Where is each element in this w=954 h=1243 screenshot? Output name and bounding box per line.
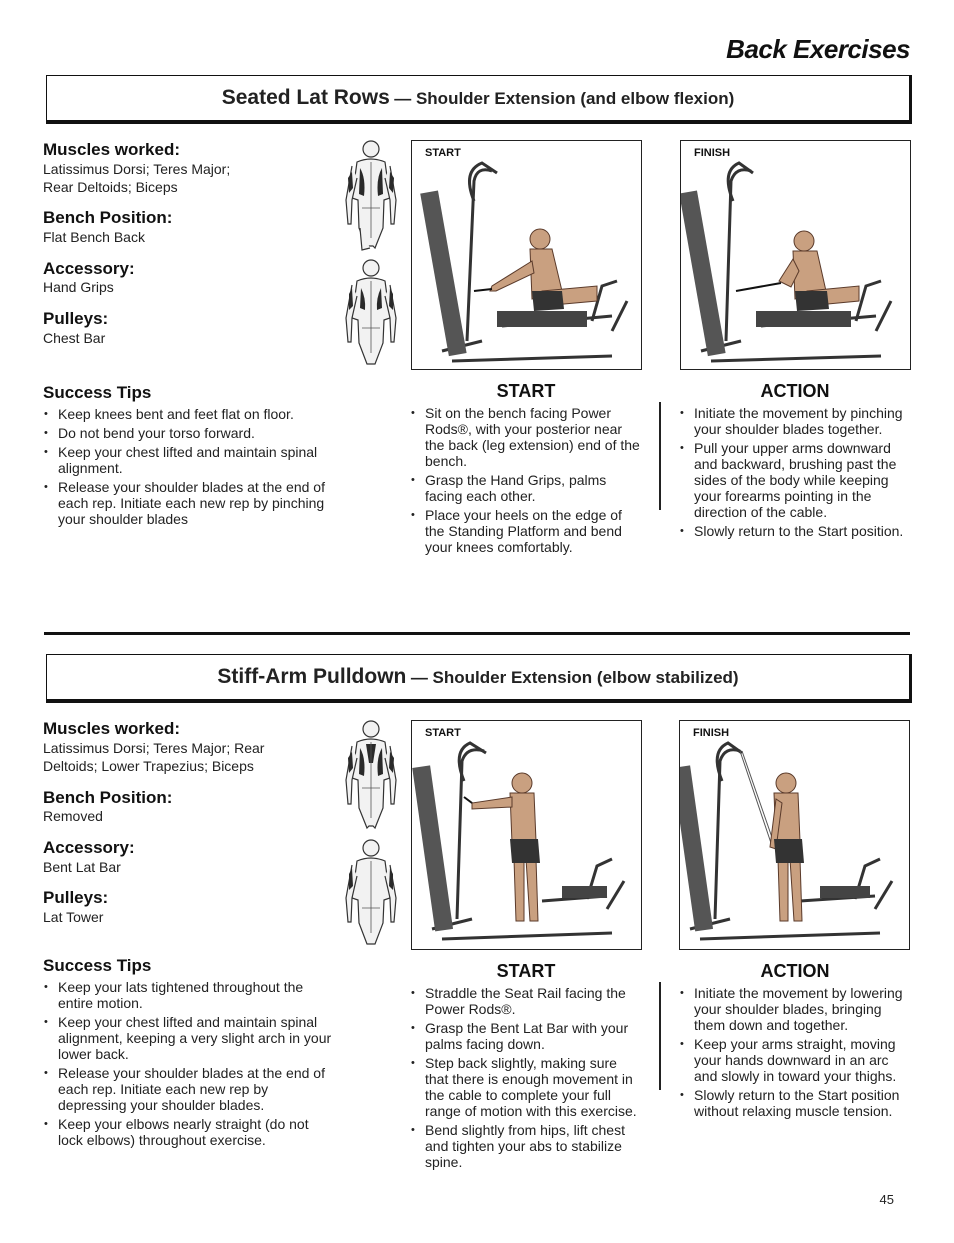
action-steps-list: Initiate the movement by lowering your s… bbox=[679, 985, 915, 1122]
bench-position-label: Bench Position: bbox=[43, 208, 173, 227]
start-position-photo: START bbox=[411, 140, 642, 370]
muscles-worked-label: Muscles worked: bbox=[43, 140, 180, 159]
start-column-heading: START bbox=[496, 381, 556, 401]
pulleys-label: Pulleys: bbox=[43, 888, 109, 907]
machine-standing-start-icon bbox=[412, 741, 626, 941]
finish-position-photo: FINISH bbox=[680, 140, 911, 370]
exercise-title: Stiff-Arm Pulldown bbox=[217, 665, 407, 688]
anatomy-figure-icon bbox=[345, 140, 397, 365]
section-header-box: Seated Lat Rows — Shoulder Extension (an… bbox=[46, 75, 912, 124]
action-column-heading: ACTION bbox=[760, 961, 830, 981]
list-item: Keep your chest lifted and maintain spin… bbox=[43, 1014, 333, 1062]
list-item: Grasp the Bent Lat Bar with your palms f… bbox=[410, 1020, 642, 1052]
machine-seated-finish-icon bbox=[681, 161, 893, 363]
machine-seated-start-icon bbox=[420, 161, 629, 363]
muscles-worked-value: Latissimus Dorsi; Teres Major; Rear Delt… bbox=[43, 739, 343, 775]
photo-finish-label: FINISH bbox=[693, 727, 730, 739]
muscles-worked-value: Latissimus Dorsi; Teres Major; Rear Delt… bbox=[43, 160, 343, 196]
success-tips-list: Keep your lats tightened throughout the … bbox=[43, 979, 333, 1151]
muscles-line: Deltoids; Lower Trapezius; Biceps bbox=[43, 758, 254, 774]
list-item: Keep your chest lifted and maintain spin… bbox=[43, 444, 333, 476]
muscles-worked-label: Muscles worked: bbox=[43, 719, 180, 738]
exercise-title: Seated Lat Rows bbox=[221, 86, 390, 109]
bench-position-value: Removed bbox=[43, 808, 103, 824]
success-tips-heading: Success Tips bbox=[43, 383, 152, 402]
pulleys-label: Pulleys: bbox=[43, 309, 109, 328]
list-item: Place your heels on the edge of the Stan… bbox=[410, 507, 642, 555]
section-header-box: Stiff-Arm Pulldown — Shoulder Extension … bbox=[46, 654, 912, 703]
list-item: Slowly return to the Start position. bbox=[679, 523, 915, 539]
list-item: Release your shoulder blades at the end … bbox=[43, 479, 333, 527]
list-item: Sit on the bench facing Power Rods®, wit… bbox=[410, 405, 642, 469]
pulleys-value: Chest Bar bbox=[43, 330, 106, 346]
accessory-value: Bent Lat Bar bbox=[43, 859, 121, 875]
list-item: Pull your upper arms downward and backwa… bbox=[679, 440, 915, 520]
list-item: Do not bend your torso forward. bbox=[43, 425, 333, 441]
accessory-label: Accessory: bbox=[43, 838, 135, 857]
muscles-line: Rear Deltoids; Biceps bbox=[43, 179, 178, 195]
page-number: 45 bbox=[879, 1192, 894, 1207]
action-column-heading: ACTION bbox=[760, 381, 830, 401]
pulleys-value: Lat Tower bbox=[43, 909, 104, 925]
machine-standing-finish-icon bbox=[680, 741, 894, 941]
exercise-subtitle: — Shoulder Extension (elbow stabilized) bbox=[410, 668, 739, 687]
bench-position-value: Flat Bench Back bbox=[43, 229, 145, 245]
column-divider bbox=[659, 402, 661, 510]
action-steps-list: Initiate the movement by pinching your s… bbox=[679, 405, 915, 542]
section-heading: Stiff-Arm Pulldown — Shoulder Extension … bbox=[47, 655, 909, 701]
column-divider bbox=[659, 982, 661, 1090]
section-divider bbox=[44, 632, 910, 635]
list-item: Initiate the movement by pinching your s… bbox=[679, 405, 915, 437]
bench-position-label: Bench Position: bbox=[43, 788, 173, 807]
list-item: Keep your lats tightened throughout the … bbox=[43, 979, 333, 1011]
exercise-subtitle: — Shoulder Extension (and elbow flexion) bbox=[394, 89, 735, 108]
accessory-value: Hand Grips bbox=[43, 279, 114, 295]
anatomy-figure-icon bbox=[345, 720, 397, 945]
photo-start-label: START bbox=[425, 727, 461, 739]
success-tips-list: Keep knees bent and feet flat on floor. … bbox=[43, 406, 333, 530]
start-column-heading: START bbox=[496, 961, 556, 981]
start-position-photo: START bbox=[411, 720, 642, 950]
list-item: Slowly return to the Start position with… bbox=[679, 1087, 915, 1119]
list-item: Keep your elbows nearly straight (do not… bbox=[43, 1116, 333, 1148]
muscles-line: Latissimus Dorsi; Teres Major; bbox=[43, 161, 231, 177]
list-item: Initiate the movement by lowering your s… bbox=[679, 985, 915, 1033]
list-item: Keep your arms straight, moving your han… bbox=[679, 1036, 915, 1084]
photo-finish-label: FINISH bbox=[694, 147, 731, 159]
list-item: Keep knees bent and feet flat on floor. bbox=[43, 406, 333, 422]
list-item: Release your shoulder blades at the end … bbox=[43, 1065, 333, 1113]
muscles-line: Latissimus Dorsi; Teres Major; Rear bbox=[43, 740, 265, 756]
start-steps-list: Sit on the bench facing Power Rods®, wit… bbox=[410, 405, 642, 558]
accessory-label: Accessory: bbox=[43, 259, 135, 278]
list-item: Bend slightly from hips, lift chest and … bbox=[410, 1122, 642, 1170]
success-tips-heading: Success Tips bbox=[43, 956, 152, 975]
section-heading: Seated Lat Rows — Shoulder Extension (an… bbox=[47, 76, 909, 122]
list-item: Step back slightly, making sure that the… bbox=[410, 1055, 642, 1119]
list-item: Straddle the Seat Rail facing the Power … bbox=[410, 985, 642, 1017]
start-steps-list: Straddle the Seat Rail facing the Power … bbox=[410, 985, 642, 1173]
photo-start-label: START bbox=[425, 147, 461, 159]
list-item: Grasp the Hand Grips, palms facing each … bbox=[410, 472, 642, 504]
page-title: Back Exercises bbox=[726, 34, 910, 64]
finish-position-photo: FINISH bbox=[679, 720, 910, 950]
